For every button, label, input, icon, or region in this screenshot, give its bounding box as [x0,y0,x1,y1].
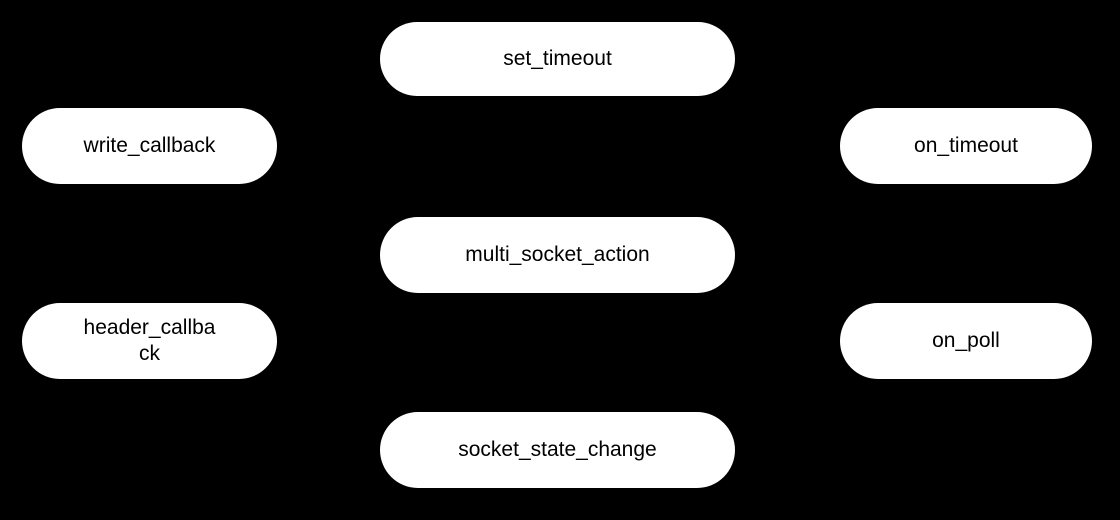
graph-node-set_timeout[interactable]: set_timeout [380,22,735,96]
graph-node-label: on_timeout [914,134,1018,157]
graph-node-on_poll[interactable]: on_poll [840,303,1092,379]
graph-node-multi_socket_action[interactable]: multi_socket_action [380,217,735,293]
graph-node-label: set_timeout [503,47,612,70]
graph-node-label: header_callba ck [83,316,216,365]
graph-node-on_timeout[interactable]: on_timeout [840,108,1092,184]
graph-node-label: on_poll [932,329,1000,352]
graph-node-label: write_callback [83,134,216,157]
graph-node-label: multi_socket_action [465,243,650,266]
graph-node-header_callback[interactable]: header_callba ck [22,303,277,379]
graph-node-label: socket_state_change [458,438,657,461]
graph-node-write_callback[interactable]: write_callback [22,108,277,184]
graph-node-socket_state_change[interactable]: socket_state_change [380,412,735,488]
